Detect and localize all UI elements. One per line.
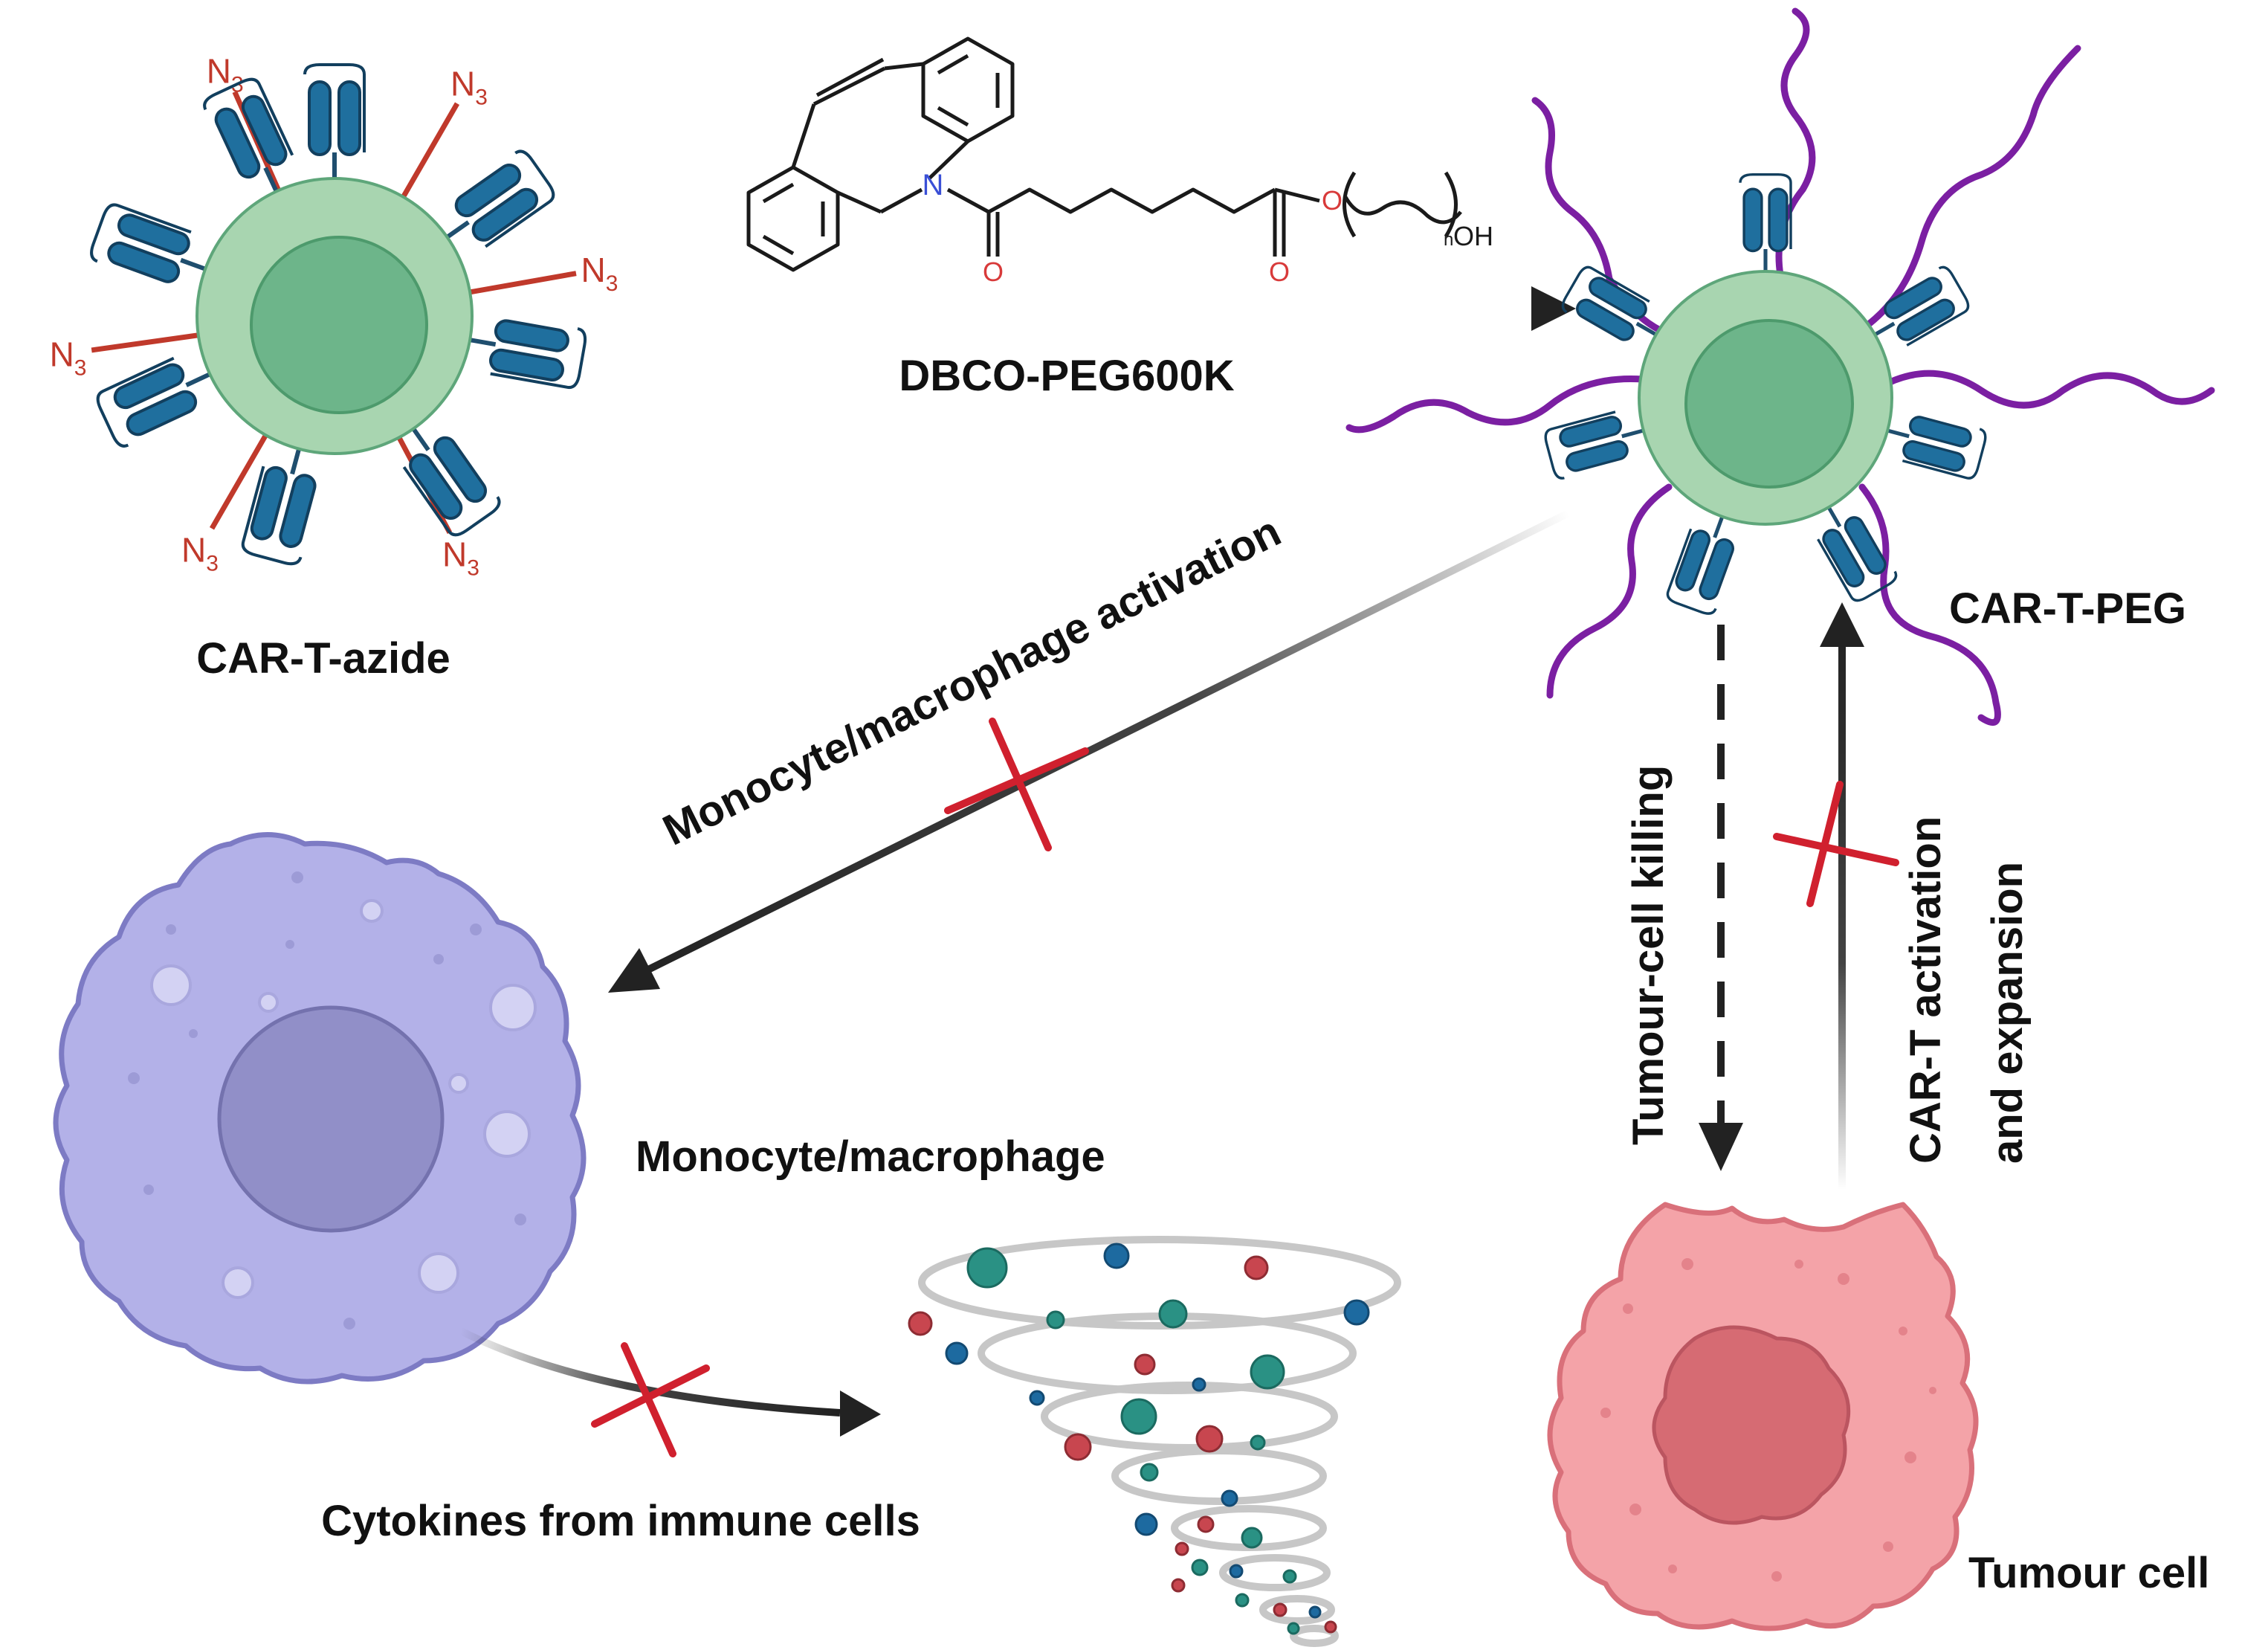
amide-nitrogen: N xyxy=(923,169,944,202)
dbco-peg-structure xyxy=(746,36,1462,272)
tumour-killing-arrow xyxy=(1699,625,1743,1171)
azide-label: N3 xyxy=(181,531,219,576)
azide-group: N3 xyxy=(50,331,210,380)
tumour-granules xyxy=(1600,1258,1936,1582)
car-receptor-icon xyxy=(1739,173,1792,275)
reaction-arrow xyxy=(654,286,1576,331)
car-receptor-icon xyxy=(203,77,294,196)
monocyte-vesicles xyxy=(150,899,537,1299)
car-t-peg-cell xyxy=(1345,7,2215,726)
peg-repeat-n: n xyxy=(1444,230,1453,250)
reagent-label: DBCO-PEG600K xyxy=(899,352,1234,400)
azide-label: N3 xyxy=(450,64,488,109)
ester-oxygen: O xyxy=(1322,185,1343,216)
car-receptor-icon xyxy=(90,203,210,283)
azide-group: N3 xyxy=(181,424,274,576)
car-receptor-icon xyxy=(442,149,555,248)
car-receptor-icon xyxy=(303,63,366,182)
monocyte-activation-arrow xyxy=(608,509,1571,993)
t-cell-nucleus xyxy=(250,236,428,414)
azide-label: N3 xyxy=(50,335,87,380)
terminal-hydroxyl: OH xyxy=(1453,221,1493,251)
monocyte-label: Monocyte/macrophage xyxy=(636,1132,1105,1181)
azide-group: N3 xyxy=(458,251,618,297)
car-receptor-icon xyxy=(1561,265,1660,341)
cytokine-release-arrow xyxy=(459,1327,881,1437)
car-receptor-icon xyxy=(465,319,587,390)
monocyte-macrophage-cell xyxy=(53,832,587,1385)
monocyte-nucleus xyxy=(217,1005,445,1233)
car-receptor-icon xyxy=(1544,410,1647,480)
car-receptor-icon xyxy=(96,356,215,448)
monocyte-granules xyxy=(128,871,526,1330)
car-t-activation-arrow xyxy=(1820,602,1864,1190)
car-t-azide-label: CAR-T-azide xyxy=(196,634,450,683)
blocked-cross-icon xyxy=(944,718,1089,851)
tumour-cell-label: Tumour cell xyxy=(1968,1549,2209,1597)
azide-label: N3 xyxy=(442,535,479,581)
car-receptor-icon xyxy=(1817,503,1898,602)
car-receptors xyxy=(90,63,587,566)
car-receptor-icon xyxy=(1871,265,1970,347)
car-t-activation-label-line2: and expansion xyxy=(1983,862,2032,1164)
blocked-cross-icon xyxy=(591,1342,710,1457)
tumour-nucleus xyxy=(1652,1325,1851,1525)
cytokine-particles xyxy=(908,1243,1370,1635)
car-receptor-icon xyxy=(241,445,317,566)
tumour-cell xyxy=(1547,1202,1979,1631)
azide-label: N3 xyxy=(581,251,618,296)
tumour-killing-label: Tumour-cell killing xyxy=(1624,765,1673,1145)
car-receptors xyxy=(1544,173,1987,615)
car-t-activation-label-line1: CAR-T activation xyxy=(1902,816,1950,1164)
cytokine-swirl xyxy=(918,1236,1401,1647)
ester-carbonyl-oxygen: O xyxy=(1269,257,1290,287)
cytokines-label: Cytokines from immune cells xyxy=(321,1497,920,1545)
blocked-cross-icon xyxy=(1773,781,1899,907)
car-t-peg-label: CAR-T-PEG xyxy=(1949,584,2186,633)
car-receptor-icon xyxy=(1884,416,1987,480)
amide-oxygen: O xyxy=(983,257,1004,287)
t-cell-nucleus xyxy=(1684,319,1854,489)
